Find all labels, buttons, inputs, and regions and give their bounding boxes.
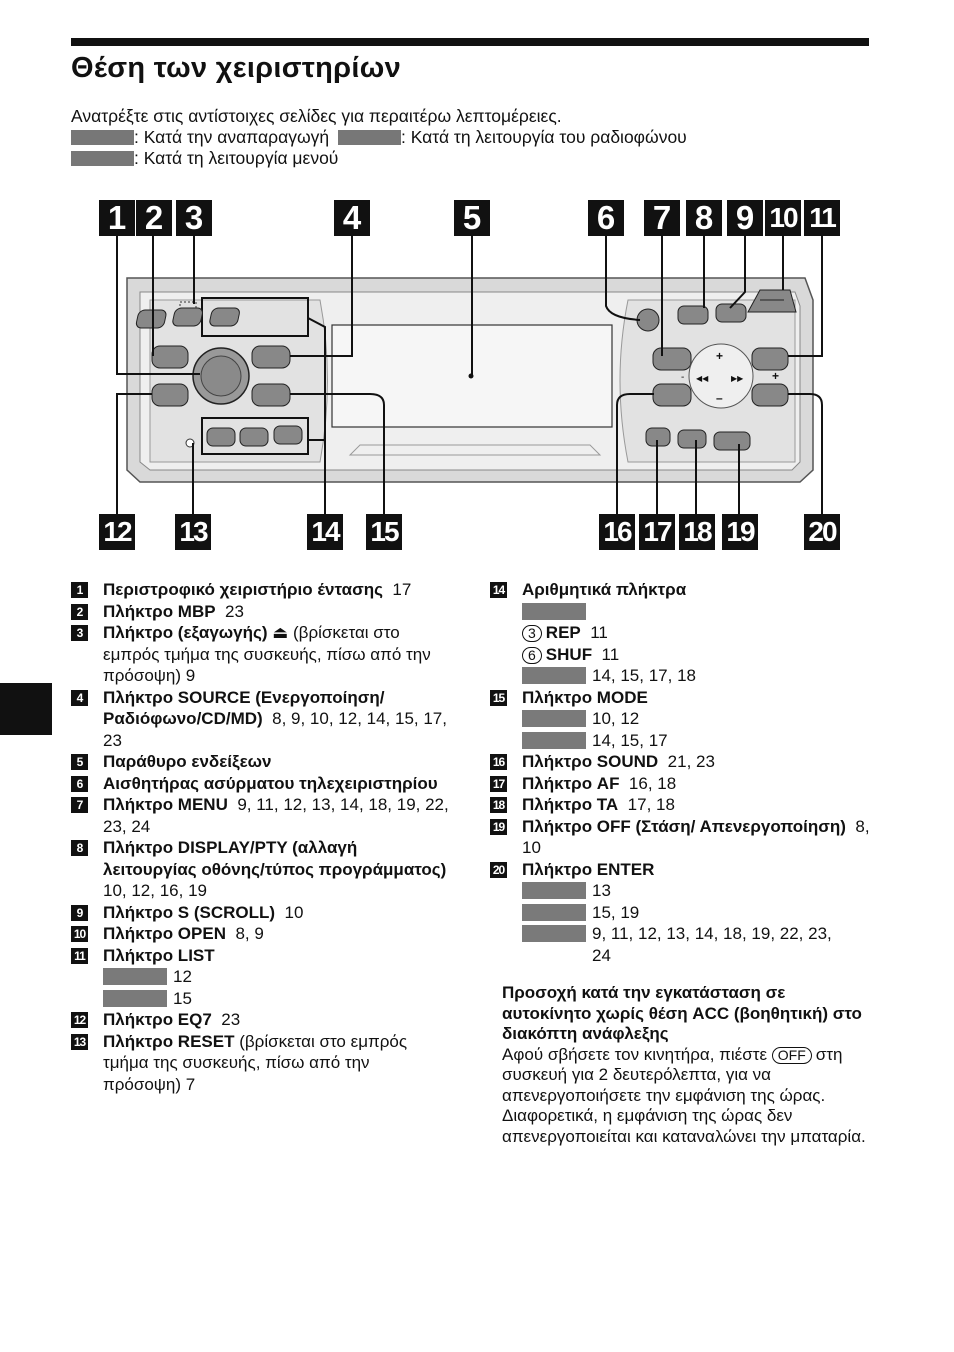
svg-text:▶▶: ▶▶ bbox=[731, 374, 744, 383]
page-title: Θέση των χειριστηρίων bbox=[71, 52, 402, 84]
off-key: OFF bbox=[771, 1046, 812, 1064]
callout-15: 15 bbox=[366, 514, 402, 550]
callout-17: 17 bbox=[639, 514, 675, 550]
callout-19: 19 bbox=[722, 514, 758, 550]
intro-line: Ανατρέξτε στις αντίστοιχες σελίδες για π… bbox=[71, 106, 562, 126]
callout-13: 13 bbox=[175, 514, 211, 550]
section-tab bbox=[0, 683, 52, 735]
callout-7: 7 bbox=[644, 200, 680, 236]
callout-6: 6 bbox=[588, 200, 624, 236]
note-heading: Προσοχή κατά την εγκατάσταση σε αυτοκίνη… bbox=[502, 983, 862, 1043]
legend-item-11-sub: 12 bbox=[71, 966, 451, 988]
callout-1: 1 bbox=[99, 200, 135, 236]
callout-4: 4 bbox=[334, 200, 370, 236]
installation-note: Προσοχή κατά την εγκατάσταση σε αυτοκίνη… bbox=[502, 983, 872, 1147]
playback-mark bbox=[71, 130, 134, 145]
svg-text:◀◀: ◀◀ bbox=[696, 374, 709, 383]
device-diagram: + – - + ◀◀ ▶▶ bbox=[116, 236, 823, 514]
svg-text:-: - bbox=[681, 372, 684, 383]
callout-9: 9 bbox=[727, 200, 763, 236]
callout-3: 3 bbox=[176, 200, 212, 236]
callout-2: 2 bbox=[136, 200, 172, 236]
svg-text:+: + bbox=[716, 349, 723, 363]
intro-legend-1: : Κατά την αναπαραγωγή : Κατά τη λειτουρ… bbox=[71, 127, 687, 147]
callout-12: 12 bbox=[99, 514, 135, 550]
radio-mark bbox=[337, 130, 401, 145]
svg-text:–: – bbox=[716, 391, 723, 405]
intro-legend-2: : Κατά τη λειτουργία μενού bbox=[71, 148, 338, 168]
callout-10: 10 bbox=[765, 200, 801, 236]
note-paragraph-2: Διαφορετικά, η εμφάνιση της ώρας δεν απε… bbox=[502, 1106, 866, 1146]
svg-text:+: + bbox=[772, 369, 779, 383]
callout-5: 5 bbox=[454, 200, 490, 236]
top-rule bbox=[71, 38, 869, 46]
callout-18: 18 bbox=[679, 514, 715, 550]
legend-item-11-sub: 15 bbox=[71, 988, 451, 1010]
callout-11: 11 bbox=[804, 200, 840, 236]
callout-20: 20 bbox=[804, 514, 840, 550]
callout-16: 16 bbox=[599, 514, 635, 550]
callout-8: 8 bbox=[686, 200, 722, 236]
callout-14: 14 bbox=[307, 514, 343, 550]
menu-mark bbox=[71, 151, 134, 166]
